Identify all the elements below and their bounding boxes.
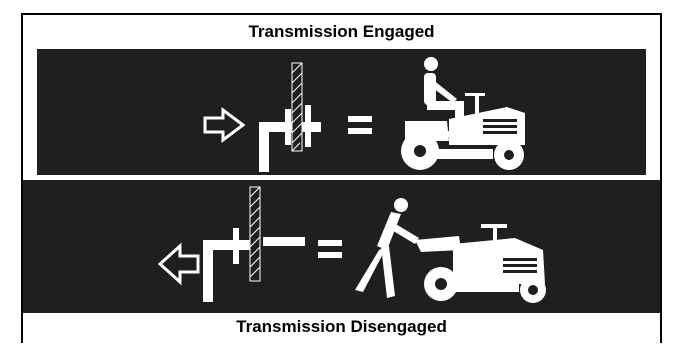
equals-icon [318, 240, 342, 258]
shift-lever-disengaged-icon [203, 186, 305, 302]
shift-lever-engaged-icon [259, 62, 321, 172]
person-pushing-tractor-icon [355, 198, 546, 303]
decal-frame: Transmission Engaged [21, 13, 662, 343]
disengaged-panel [23, 180, 660, 313]
right-arrow-icon [203, 107, 246, 143]
engaged-panel [37, 49, 646, 175]
seated-rider-on-tractor-icon [401, 57, 525, 170]
engaged-caption: Transmission Engaged [248, 22, 435, 41]
left-arrow-icon [157, 242, 200, 286]
equals-icon [348, 116, 372, 134]
disengaged-caption: Transmission Disengaged [236, 317, 447, 336]
